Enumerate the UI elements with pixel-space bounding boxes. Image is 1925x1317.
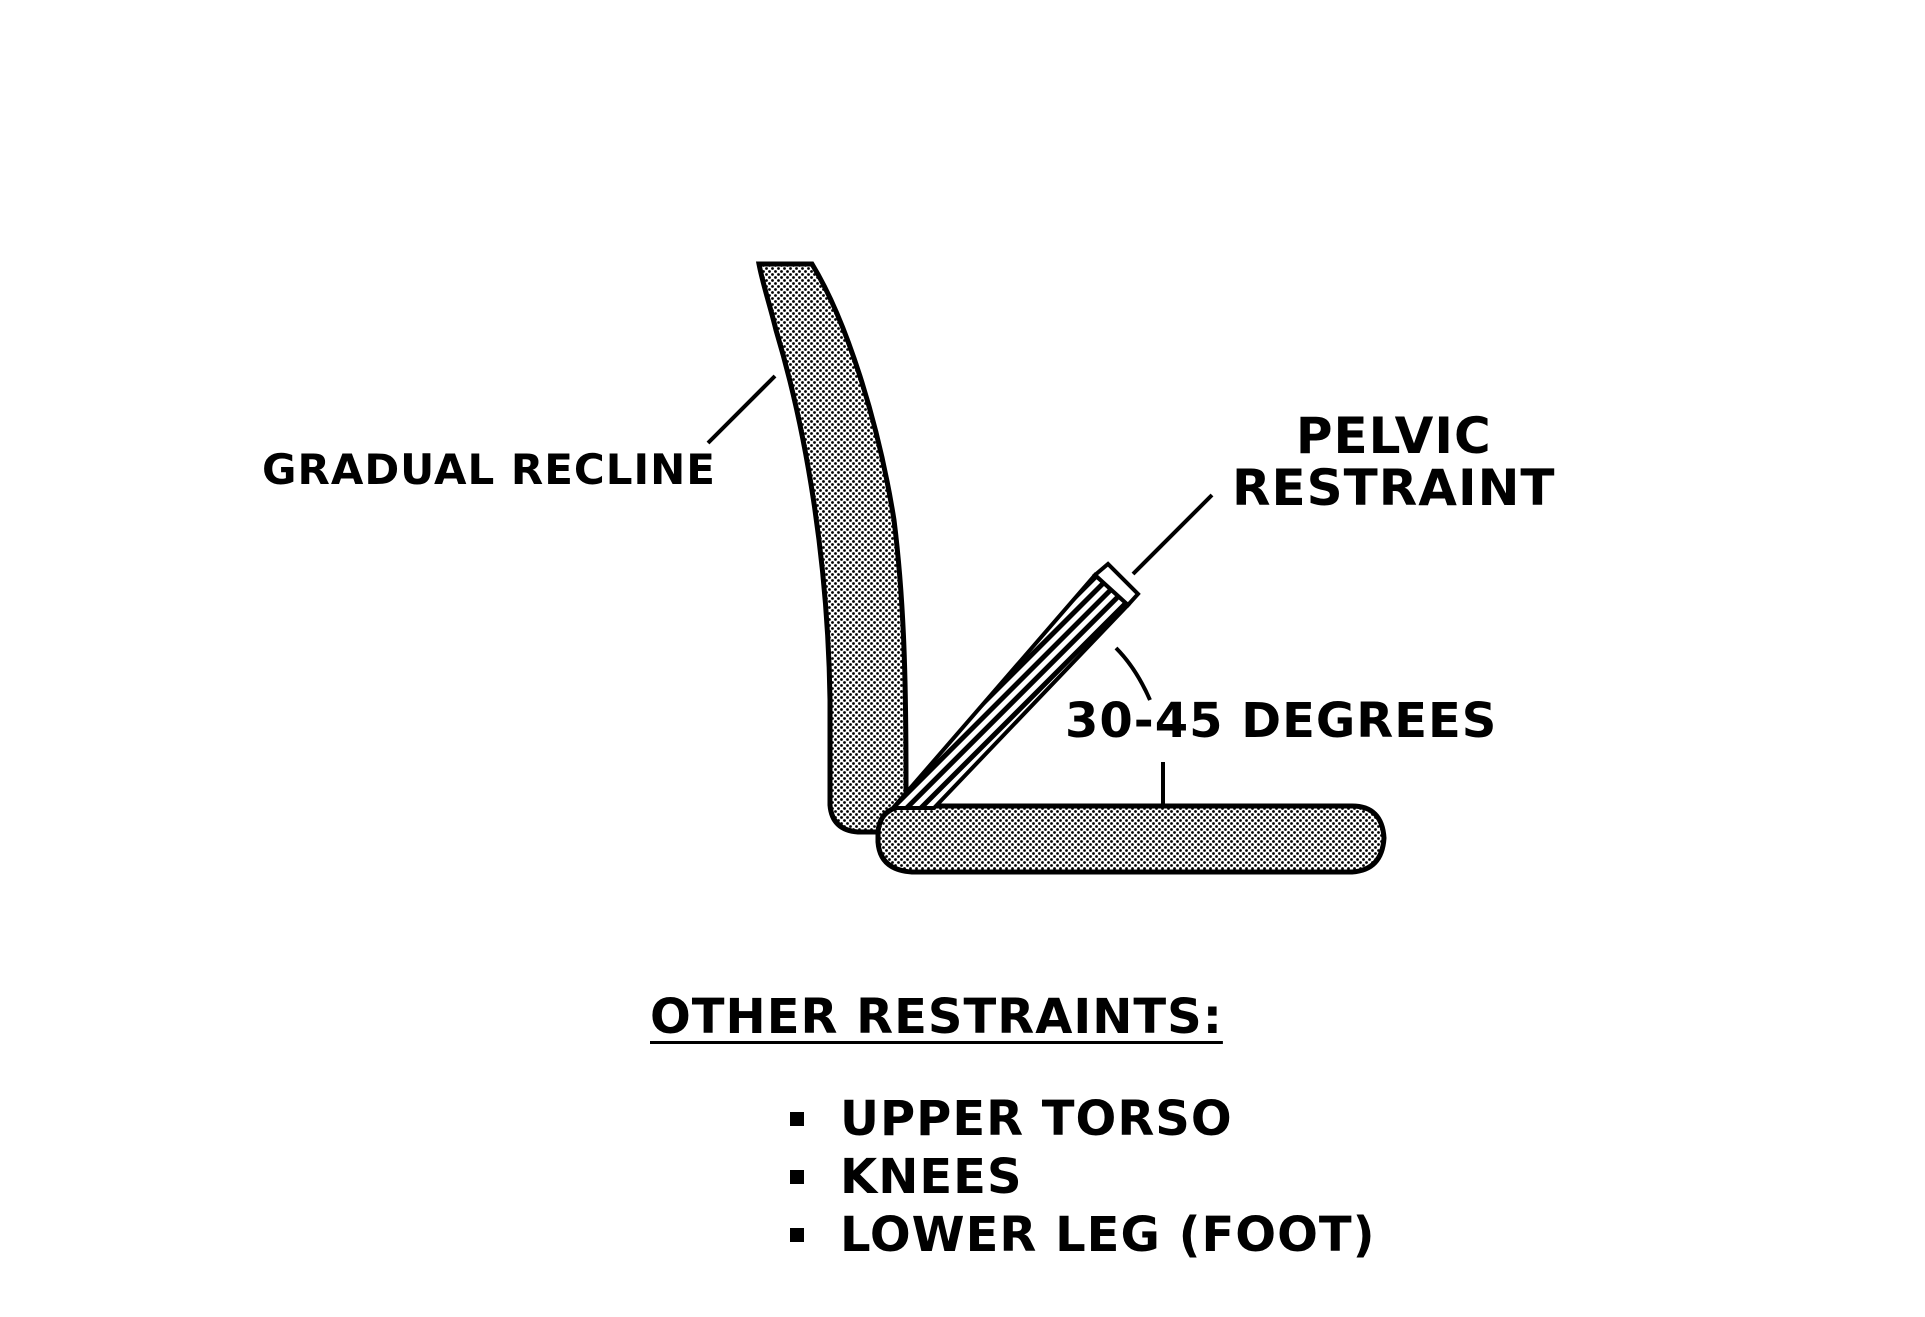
pelvic-restraint-label: PELVIC RESTRAINT (1232, 410, 1556, 514)
other-restraints-heading: OTHER RESTRAINTS: (650, 989, 1223, 1045)
list-item-label: KNEES (840, 1149, 1023, 1205)
list-item: LOWER LEG (FOOT) (790, 1206, 1376, 1264)
angle-label: 30-45 DEGREES (1065, 693, 1498, 749)
belt-end-cap (1091, 561, 1141, 608)
pelvic-leader-line (1131, 493, 1214, 576)
pelvic-label-line2: RESTRAINT (1232, 459, 1556, 517)
gradual-recline-label: GRADUAL RECLINE (262, 445, 716, 494)
pelvic-label-line1: PELVIC (1295, 407, 1492, 465)
list-item: UPPER TORSO (790, 1090, 1376, 1148)
list-item: KNEES (790, 1148, 1376, 1206)
seat-cushion (875, 803, 1387, 875)
list-item-label: UPPER TORSO (840, 1091, 1233, 1147)
angle-arc (1114, 646, 1152, 701)
other-restraints-list: UPPER TORSO KNEES LOWER LEG (FOOT) (790, 1090, 1376, 1264)
recline-leader-line (706, 374, 777, 445)
bullet-icon (790, 1170, 804, 1184)
pelvic-restraint-belt (888, 572, 1131, 810)
bullet-icon (790, 1112, 804, 1126)
seat-back (755, 261, 909, 835)
list-item-label: LOWER LEG (FOOT) (840, 1207, 1376, 1263)
bullet-icon (790, 1228, 804, 1242)
